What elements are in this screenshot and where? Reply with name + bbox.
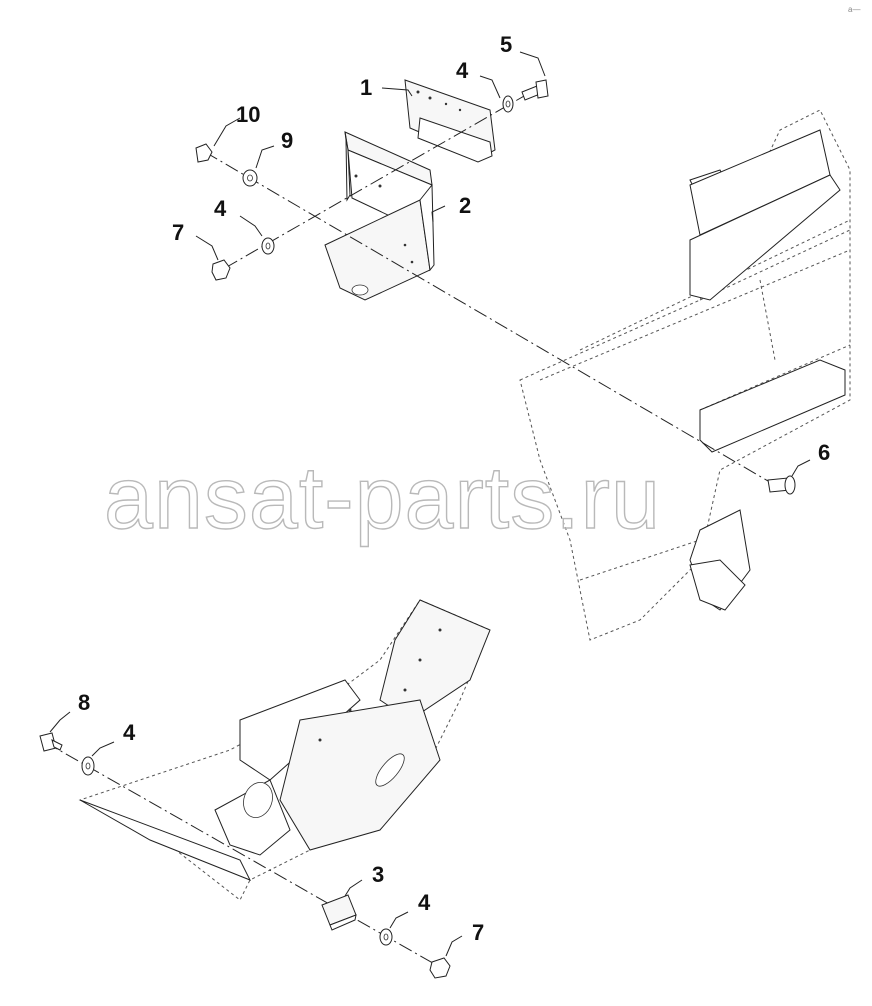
watermark-text: ansat-parts.ru — [104, 448, 661, 547]
fastener-bolt-part-5 — [521, 79, 549, 101]
callout-4-mid: 4 — [214, 196, 227, 221]
nut-part-7-bottom — [429, 957, 451, 979]
nut-part-10 — [195, 143, 213, 163]
washer-part-4-lower — [81, 756, 95, 776]
callout-5: 5 — [500, 32, 512, 57]
callout-3: 3 — [372, 862, 384, 887]
bolt-part-8 — [39, 732, 63, 752]
bolt-part-6 — [767, 475, 796, 495]
leader-lines — [49, 51, 811, 957]
callout-10: 10 — [236, 102, 260, 127]
callout-4-lower: 4 — [123, 720, 136, 745]
callout-2: 2 — [459, 193, 471, 218]
assembly-axes — [44, 87, 781, 971]
callout-7-top: 7 — [172, 220, 184, 245]
washer-part-9 — [242, 169, 258, 187]
lower-frame-assembly — [78, 599, 491, 901]
washer-part-4-mid — [261, 237, 275, 255]
spacer-part-3 — [321, 894, 357, 931]
bracket-plate-part-1 — [404, 79, 496, 163]
callout-4-bottom: 4 — [418, 890, 431, 915]
callout-labels: 1 2 3 4 4 4 4 5 6 7 7 8 9 10 — [78, 32, 830, 945]
callout-7-bottom: 7 — [472, 920, 484, 945]
reference-mark: a— — [848, 5, 860, 14]
machine-frame-outline — [519, 109, 851, 641]
washer-part-4-top — [502, 95, 514, 113]
callout-1: 1 — [360, 75, 372, 100]
washer-part-4-bottom — [379, 928, 393, 946]
callout-6: 6 — [818, 440, 830, 465]
nut-part-7-top — [211, 259, 231, 281]
callout-9: 9 — [281, 128, 293, 153]
callout-8: 8 — [78, 690, 90, 715]
callout-4-top: 4 — [456, 58, 469, 83]
angle-bracket-part-2 — [324, 131, 435, 301]
